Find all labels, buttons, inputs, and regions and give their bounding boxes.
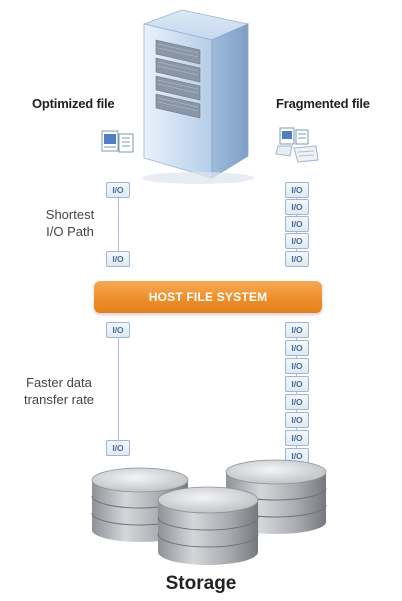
io-badge: I/O	[285, 216, 309, 232]
io-badge: I/O	[285, 182, 309, 198]
io-badge: I/O	[106, 322, 130, 338]
fragmented-file-label: Fragmented file	[276, 96, 370, 111]
faster-rate-line-1: Faster data	[26, 375, 92, 390]
io-badge: I/O	[106, 251, 130, 267]
io-badge: I/O	[285, 358, 309, 374]
faster-rate-line-2: transfer rate	[23, 392, 95, 407]
io-badge: I/O	[285, 251, 309, 267]
io-badge: I/O	[285, 394, 309, 410]
faster-rate-note: Faster data transfer rate	[18, 374, 100, 408]
server-tower-icon	[142, 9, 254, 184]
optimized-io-path-line-top	[118, 196, 119, 251]
shortest-path-note: Shortest I/O Path	[40, 206, 100, 240]
shortest-path-line-1: Shortest	[45, 207, 95, 222]
io-badge: I/O	[106, 182, 130, 198]
io-badge: I/O	[285, 199, 309, 215]
optimized-file-label: Optimized file	[32, 96, 115, 111]
fragmented-document-icon	[275, 127, 319, 163]
io-badge: I/O	[106, 440, 130, 456]
io-badge: I/O	[285, 233, 309, 249]
shortest-path-line-2: I/O Path	[46, 224, 94, 239]
io-badge: I/O	[285, 376, 309, 392]
io-badge: I/O	[285, 412, 309, 428]
io-badge: I/O	[285, 430, 309, 446]
host-file-system-bar: HOST FILE SYSTEM	[94, 281, 322, 313]
storage-label: Storage	[165, 573, 237, 594]
disk-stack-icon	[91, 459, 327, 565]
optimized-io-path-line-bottom	[118, 336, 119, 442]
disk-stack-front	[157, 486, 259, 565]
io-badge: I/O	[285, 340, 309, 356]
document-icon	[101, 130, 134, 153]
io-badge: I/O	[285, 322, 309, 338]
